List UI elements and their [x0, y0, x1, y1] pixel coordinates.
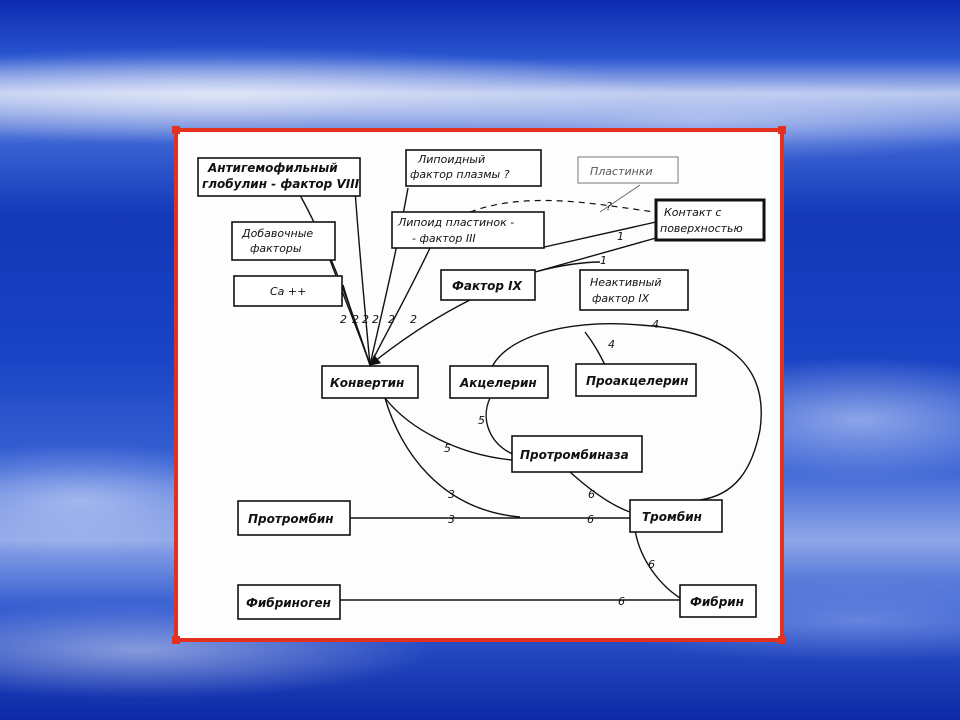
frame-corner: [778, 636, 786, 644]
edge-label-6b: 6: [587, 513, 594, 526]
node-antihemophilic-label-1: Антигемофильный: [207, 161, 338, 175]
node-antihemophilic-globulin: [197, 157, 361, 197]
edge-label-3a: 3: [448, 488, 455, 501]
node-contact-label-2: поверхностью: [660, 222, 743, 235]
node-inactive-ix-label-1: Неактивный: [590, 276, 662, 289]
node-lipoid-plasma-label-2: фактор плазмы ?: [410, 168, 510, 181]
node-calcium-label: Ca ++: [270, 285, 306, 298]
node-prothrombinase-label: Протромбиназа: [520, 448, 629, 462]
edge-contact-lipoid: [539, 221, 657, 249]
edge-label-5a: 5: [478, 414, 485, 427]
frame-corner: [778, 126, 786, 134]
edge-convertin-thrombin: [384, 397, 521, 518]
frame-corner: [172, 636, 180, 644]
node-calcium: [233, 275, 343, 307]
node-prothrombinase: [511, 435, 643, 473]
edge-label-4b: 4: [608, 338, 615, 351]
node-lipoid-platelets-label-1: Липоид пластинок -: [397, 216, 514, 229]
edge-labels: ? 1 1 2 2 2 2 2 2 4 4 5 5 3 3 6 6 6 6: [340, 200, 659, 608]
edge-convertin-prothrombinase: [384, 397, 513, 461]
edge-label-2a: 2: [340, 313, 347, 326]
edge-label-1a: 1: [617, 230, 624, 243]
node-lipoid-platelets-label-2: - фактор III: [412, 232, 476, 245]
nodes: Антигемофильный глобулин - фактор VIII Л…: [197, 149, 766, 620]
edge-label-question: ?: [606, 200, 612, 213]
node-platelets: [577, 156, 679, 184]
node-convertin: [321, 365, 419, 399]
node-fibrinogen: [237, 584, 341, 620]
node-additional-factors: [231, 221, 336, 261]
edge-label-2c: 2: [362, 313, 369, 326]
edge-factorix-inactive: [534, 261, 601, 273]
edge-label-3b: 3: [448, 513, 455, 526]
node-additional-label-1: Добавочные: [241, 227, 313, 240]
node-proaccelerin: [575, 363, 697, 397]
node-fibrin: [679, 584, 757, 618]
edge-lipoidplatelets-convertin: [369, 247, 431, 366]
node-accelerin-label: Акцелерин: [459, 376, 537, 390]
node-inactive-ix-label-2: фактор IX: [592, 292, 650, 305]
edge-proaccelerin-loop: [584, 331, 606, 366]
edge-label-4a: 4: [652, 318, 659, 331]
node-platelets-label: Пластинки: [590, 165, 653, 178]
node-proaccelerin-label: Проакцелерин: [586, 374, 688, 388]
node-lipoid-plasma-label-1: Липоидный: [417, 153, 485, 166]
node-inactive-factor-ix: [579, 269, 689, 311]
node-surface-contact: [654, 198, 766, 242]
edge-factorix-convertin: [368, 299, 471, 366]
edges: [299, 184, 762, 601]
node-fibrin-label: Фибрин: [690, 595, 744, 609]
edge-label-6a: 6: [588, 488, 595, 501]
edge-label-2b: 2: [352, 313, 359, 326]
node-fibrinogen-label: Фибриноген: [246, 596, 331, 610]
node-platelet-lipoid-factor-iii: [391, 211, 545, 249]
node-antihemophilic-label-2: глобулин - фактор VIII: [202, 177, 360, 191]
node-thrombin: [629, 499, 723, 533]
edge-label-6d: 6: [618, 595, 625, 608]
node-contact-label-1: Контакт с: [664, 206, 721, 219]
node-convertin-label: Конвертин: [330, 376, 404, 390]
edge-label-5b: 5: [444, 442, 451, 455]
edge-label-2e: 2: [388, 313, 395, 326]
edge-calcium-convertin: [342, 284, 371, 366]
node-lipoid-plasma-factor: [405, 149, 542, 187]
edge-antihemophilic2-convertin: [354, 189, 371, 366]
node-accelerin: [449, 365, 549, 399]
node-factor-ix: [440, 269, 536, 301]
edge-label-6c: 6: [648, 558, 655, 571]
edge-prothrombinase-thrombin: [569, 471, 631, 513]
edge-label-2d: 2: [372, 313, 379, 326]
edge-loop-thrombin: [489, 323, 762, 501]
edge-platelets-contact: [599, 184, 641, 213]
node-factor-ix-label: Фактор IX: [452, 279, 523, 293]
node-prothrombin: [237, 500, 351, 536]
frame-corner: [172, 126, 180, 134]
node-prothrombin-label: Протромбин: [248, 512, 334, 526]
edge-thrombin-fibrin: [634, 529, 681, 599]
node-additional-label-2: факторы: [250, 242, 302, 255]
node-thrombin-label: Тромбин: [642, 510, 702, 524]
edge-label-1b: 1: [600, 254, 607, 267]
edge-dashed-contact: [469, 199, 656, 213]
edge-label-2f: 2: [410, 313, 417, 326]
edge-accelerin-prothrombinase: [485, 397, 516, 456]
